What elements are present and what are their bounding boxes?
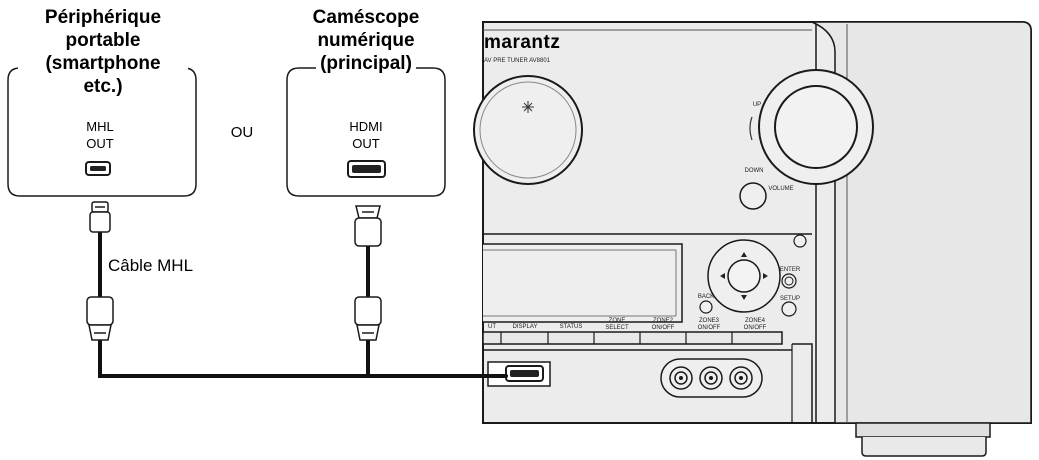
portable-title-line: portable — [65, 30, 141, 51]
status-button-label: STATUS — [559, 324, 583, 330]
portable-title-line: etc.) — [83, 76, 123, 97]
camcorder-title-line: (principal) — [316, 52, 416, 75]
port-label-line: MHL — [86, 119, 114, 134]
zone2-button-label: ZONE2 ON/OFF — [651, 318, 675, 331]
cables — [98, 230, 508, 378]
back-label: BACK — [697, 294, 715, 300]
camcorder-device-box — [286, 67, 446, 197]
zone-select-button-label: ZONE SELECT — [605, 318, 629, 331]
mhl-micro-plug — [89, 201, 111, 233]
enter-label: ENTER — [779, 267, 801, 273]
portable-title-line: Périphérique — [44, 7, 162, 28]
receiver-model: AV PRE TUNER AV8801 — [484, 58, 551, 64]
camcorder-title-line: numérique — [317, 30, 415, 51]
portable-device-box — [7, 67, 197, 197]
portable-device-title: Périphérique portable (smartphone etc.) — [18, 6, 188, 98]
camcorder-device-title: Caméscope numérique (principal) — [290, 6, 442, 75]
receiver-brand-logo: marantz — [484, 32, 561, 53]
mhl-cable-hdmi-plug — [86, 296, 114, 341]
port-label-line: OUT — [86, 136, 114, 151]
zone4-button-label: ZONE4 ON/OFF — [743, 318, 767, 331]
portable-title-line: (smartphone — [18, 52, 188, 75]
receiver-front-panel — [473, 21, 1032, 457]
mhl-out-label: MHL OUT — [60, 118, 140, 152]
setup-label: SETUP — [779, 296, 800, 302]
hdmi-out-label: HDMI OUT — [326, 118, 406, 152]
zone3-button-label: ZONE3 ON/OFF — [697, 318, 721, 331]
mhl-cable-label: Câble MHL — [108, 256, 194, 275]
volume-label: VOLUME — [768, 186, 794, 192]
or-separator: OU — [230, 124, 254, 141]
volume-down-label: DOWN — [744, 168, 764, 174]
camcorder-hdmi-plug — [354, 205, 382, 247]
display-button-label: DISPLAY — [512, 324, 538, 330]
camcorder-title-line: Caméscope — [312, 7, 420, 28]
port-label-line: OUT — [352, 136, 380, 151]
volume-up-label: UP — [752, 102, 762, 108]
camcorder-cable-hdmi-plug — [354, 296, 382, 341]
port-label-line: HDMI — [349, 119, 383, 134]
button-label: UT — [488, 324, 496, 330]
